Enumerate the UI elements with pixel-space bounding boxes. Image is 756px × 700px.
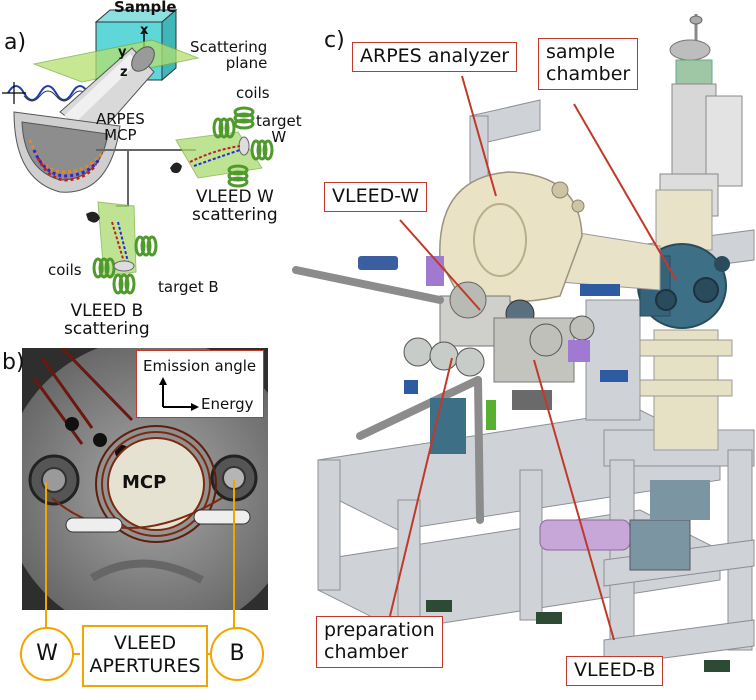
vleed-b-label: VLEED B scattering	[64, 301, 150, 340]
coil-w-bottom	[227, 164, 249, 188]
vleed-apertures-box: VLEED APERTURES	[82, 625, 208, 687]
manipulator-rods	[292, 266, 484, 524]
coil-b-left	[92, 257, 116, 279]
aperture-w-label: W	[36, 641, 58, 666]
aperture-b-label: B	[229, 641, 245, 666]
arpes-analyzer-label: ARPES analyzer	[360, 45, 510, 67]
preparation-chamber-callout: preparation chamber	[316, 616, 443, 668]
energy-label: Energy	[201, 395, 254, 413]
coil-b-right	[134, 235, 158, 257]
panel-c-label: c)	[324, 28, 345, 53]
hemispherical-analyzer	[13, 111, 121, 193]
vleed-b-callout: VLEED-B	[566, 656, 664, 686]
target-b-label: target B	[158, 278, 219, 296]
aperture-b-marker: B	[210, 627, 264, 681]
accessories	[358, 256, 710, 520]
sample-label: Sample	[114, 0, 177, 16]
sample-chamber-label: sample chamber	[546, 41, 631, 85]
target-w-label: target W	[256, 112, 302, 146]
coil-w-left	[212, 117, 236, 139]
panel-a-schematic	[2, 8, 274, 295]
scattering-plane	[32, 39, 200, 83]
vleed-w-callout: VLEED-W	[324, 182, 428, 212]
coil-w-top	[233, 106, 255, 130]
arpes-mcp-label: ARPES MCP	[96, 110, 145, 144]
emission-angle-label: Emission angle	[143, 357, 257, 375]
vleed-w-assembly	[170, 106, 274, 188]
vleed-apertures-label: VLEED APERTURES	[89, 632, 201, 677]
axis-y-label: y	[118, 45, 127, 60]
vleed-b-assembly	[86, 201, 158, 295]
scattering-plane-label: Scattering plane	[190, 38, 268, 72]
axis-x-label: x	[140, 23, 149, 38]
vleed-w-label: VLEED W scattering	[192, 187, 278, 226]
axes-legend-box: Emission angle Energy	[136, 350, 264, 418]
vleed-b-callout-label: VLEED-B	[574, 659, 656, 681]
coil-b-bottom	[112, 273, 136, 295]
arpes-analyzer-callout: ARPES analyzer	[352, 42, 518, 72]
axes-arrows	[159, 377, 199, 411]
vleed-w-callout-label: VLEED-W	[332, 185, 420, 207]
coils-bottom-label: coils	[48, 261, 82, 279]
arpes-analyzer-body	[439, 171, 585, 303]
coils-top-label: coils	[236, 84, 270, 102]
aperture-w-marker: W	[20, 627, 74, 681]
sample-chamber-callout: sample chamber	[538, 38, 639, 90]
sample-manipulator	[655, 14, 743, 251]
analyzer-lens	[59, 46, 155, 139]
coil-w-right	[250, 139, 274, 161]
panel-a-label: a)	[4, 30, 27, 55]
axis-z-label: z	[120, 65, 128, 80]
frame-feet	[426, 600, 730, 672]
chamber-pillar	[639, 329, 733, 451]
mcp-label: MCP	[122, 472, 167, 493]
panel-b-label: b)	[2, 350, 25, 375]
preparation-chamber-label: preparation chamber	[324, 619, 435, 663]
